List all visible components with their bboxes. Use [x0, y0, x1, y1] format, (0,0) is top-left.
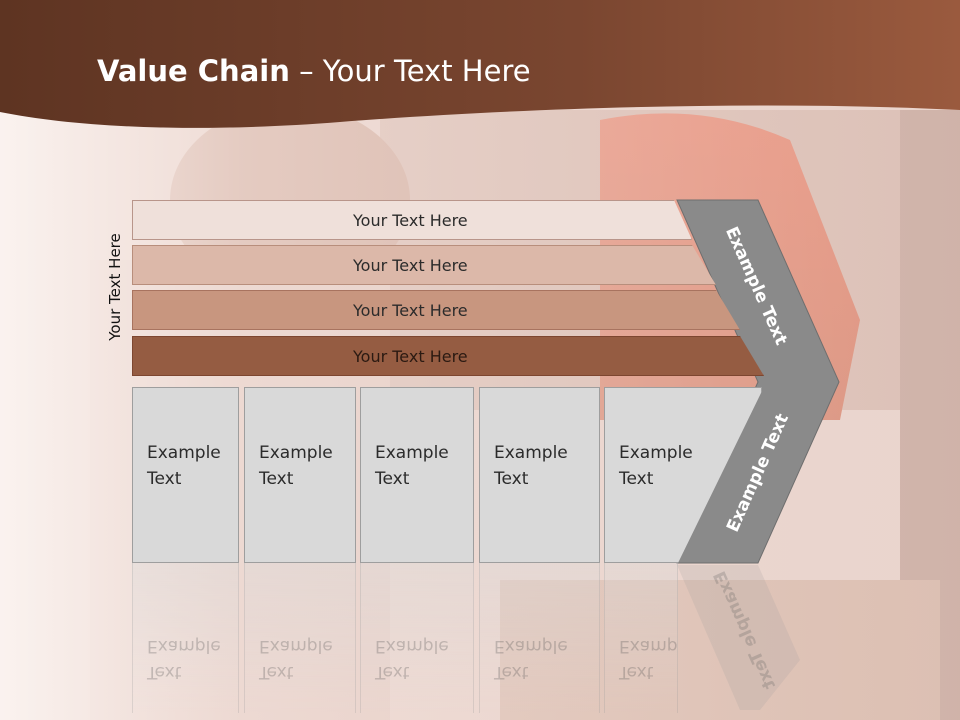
- box-2-line1: Example: [259, 443, 333, 463]
- title-bold: Value Chain: [97, 54, 290, 88]
- box-3-line1: Example: [375, 443, 449, 463]
- box-5-line1: Example: [619, 443, 693, 463]
- title-rest: – Your Text Here: [289, 54, 531, 88]
- header-band: [0, 0, 960, 128]
- bar-1-label: Your Text Here: [353, 210, 468, 230]
- bar-1: Your Text Here: [132, 200, 692, 240]
- box-3-line2: Text: [375, 469, 410, 489]
- side-label: Your Text Here: [106, 233, 124, 341]
- box-1-line2: Text: [147, 469, 182, 489]
- box-4-line2: Text: [494, 469, 529, 489]
- box-3: Example Text: [360, 387, 474, 563]
- box-1-line1: Example: [147, 443, 221, 463]
- chevron-reflection: [677, 565, 800, 710]
- bar-2-label: Your Text Here: [353, 255, 468, 275]
- bar-4-label: Your Text Here: [353, 346, 468, 366]
- box-4: Example Text: [479, 387, 600, 563]
- box-5-line2: Text: [619, 469, 654, 489]
- box-1: Example Text: [132, 387, 239, 563]
- page-title: Value Chain – Your Text Here: [97, 54, 531, 88]
- bar-4: Your Text Here: [132, 336, 764, 376]
- box-2: Example Text: [244, 387, 356, 563]
- bar-3-label: Your Text Here: [353, 300, 468, 320]
- box-4-line1: Example: [494, 443, 568, 463]
- bar-2: Your Text Here: [132, 245, 716, 285]
- chevron-arrow: [676, 199, 840, 564]
- bar-3: Your Text Here: [132, 290, 740, 330]
- box-2-line2: Text: [259, 469, 294, 489]
